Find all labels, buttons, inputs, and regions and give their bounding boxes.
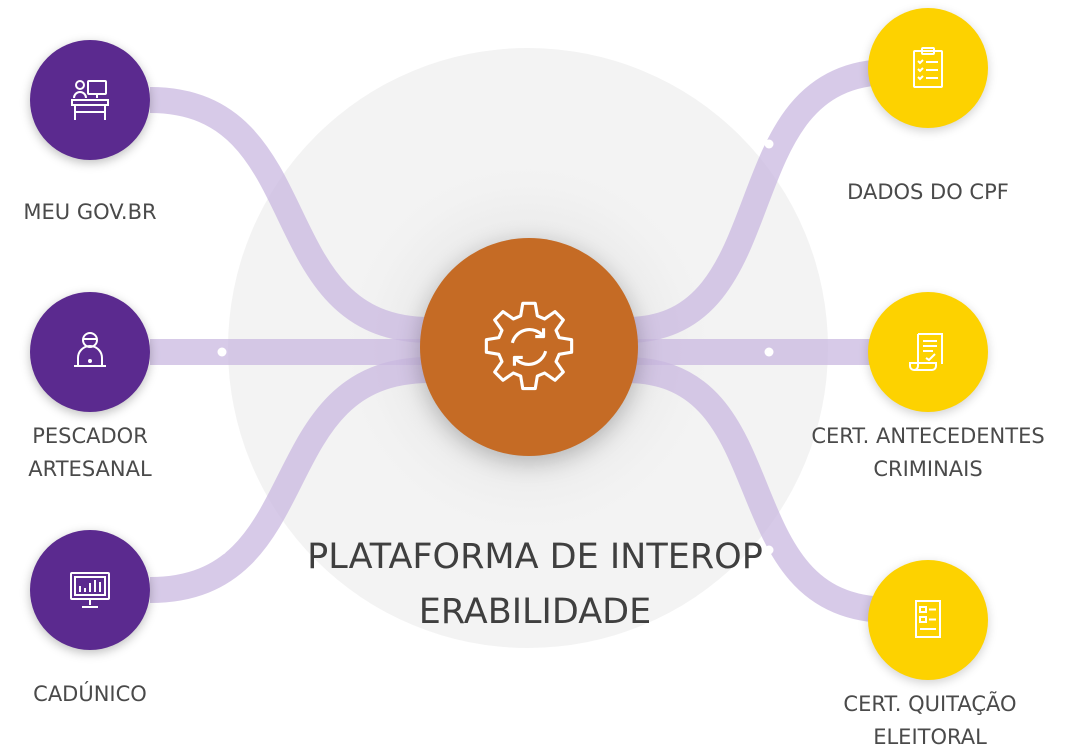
connector-cpf <box>625 59 891 343</box>
certificate-scroll-icon <box>909 333 943 371</box>
source-label-pescador: PESCADOR ARTESANAL <box>28 424 152 481</box>
desk-person-icon <box>71 80 109 120</box>
connector-meu-gov <box>149 87 431 343</box>
connector-paths <box>149 59 891 623</box>
connector-dot <box>764 347 774 357</box>
document-list-icon <box>915 600 941 638</box>
clipboard-checklist-icon <box>913 47 943 88</box>
source-label-cadunico: CADÚNICO <box>33 682 147 706</box>
source-node-pescador <box>30 292 150 412</box>
source-label-meu-gov: MEU GOV.BR <box>23 200 157 224</box>
connector-dot <box>217 545 227 555</box>
target-label-antecedentes: CERT. ANTECEDENTES CRIMINAIS <box>811 424 1045 481</box>
person-laptop-icon <box>74 332 106 367</box>
connector-dot <box>764 139 774 149</box>
connector-dot <box>217 347 227 357</box>
gear-sync-icon <box>484 301 574 391</box>
connector-dot <box>217 139 227 149</box>
source-node-meu-gov <box>30 40 150 160</box>
target-node-quitacao <box>868 560 988 680</box>
target-node-cpf <box>868 8 988 128</box>
connector-dots <box>217 139 774 555</box>
source-node-cadunico <box>30 530 150 650</box>
connector-cadunico <box>149 357 431 603</box>
connector-dot <box>764 545 774 555</box>
connector-quitacao <box>625 357 891 623</box>
target-label-quitacao: CERT. QUITAÇÃO ELEITORAL <box>843 692 1017 749</box>
target-node-antecedentes <box>868 292 988 412</box>
platform-hub <box>420 238 638 456</box>
platform-title: PLATAFORMA DE INTEROPERABILIDADE <box>307 537 763 632</box>
monitor-chart-icon <box>70 572 110 608</box>
target-label-cpf: DADOS DO CPF <box>847 180 1009 204</box>
